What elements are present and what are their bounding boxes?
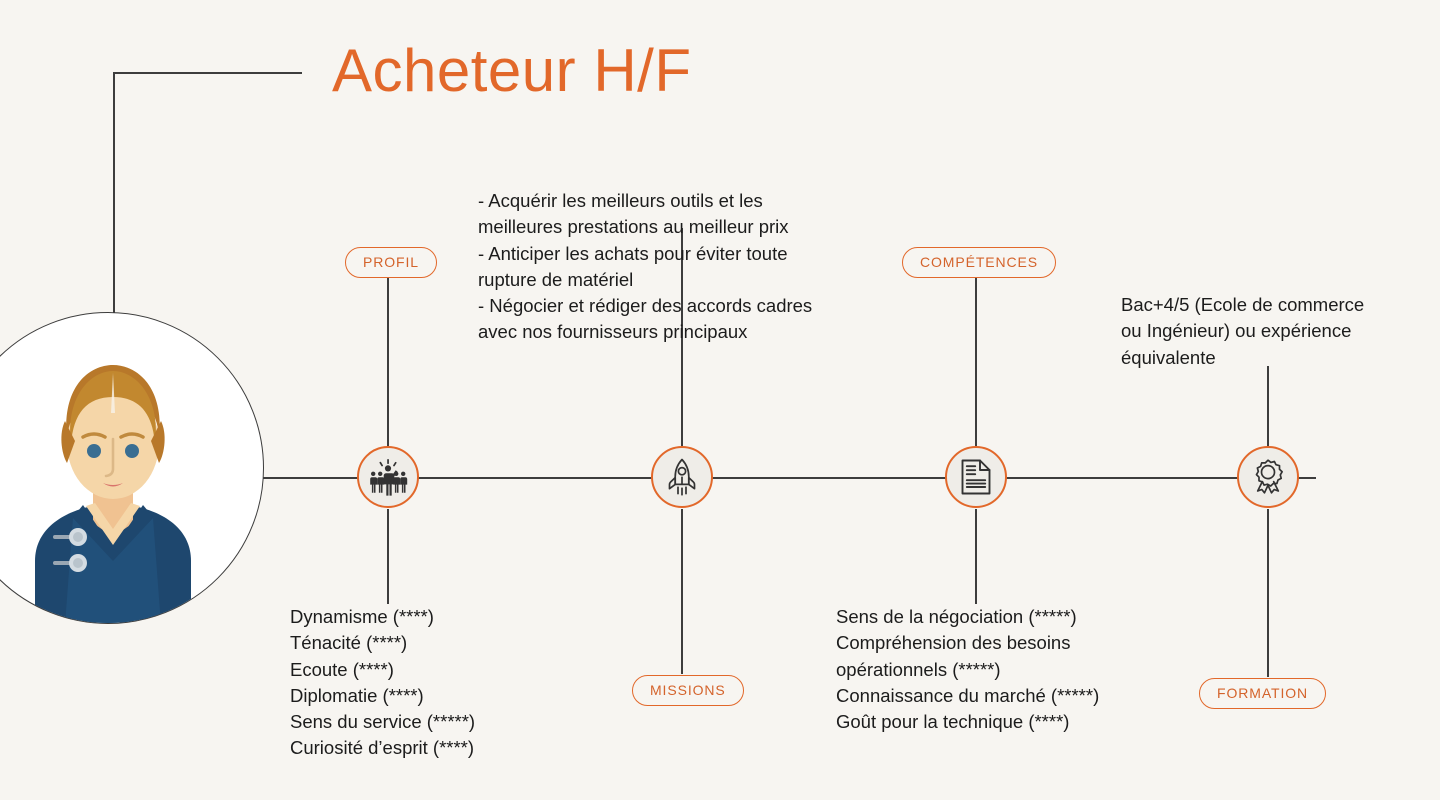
competences-list: Sens de la négociation (*****) Compréhen… <box>836 604 1099 735</box>
pill-missions[interactable]: MISSIONS <box>632 675 744 706</box>
list-item: Connaissance du marché (*****) <box>836 684 1100 706</box>
list-item: Compréhension des besoins <box>836 632 1071 654</box>
timeline-axis-segment-5 <box>1298 477 1316 479</box>
list-item: Ecoute (****) <box>290 658 394 680</box>
profil-list: Dynamisme (****) Ténacité (****) Ecoute … <box>290 604 475 762</box>
list-item: Diplomatie (****) <box>290 684 424 706</box>
pill-competences[interactable]: COMPÉTENCES <box>902 247 1057 278</box>
node-missions[interactable] <box>651 446 713 508</box>
pill-formation[interactable]: FORMATION <box>1199 678 1327 709</box>
document-icon <box>961 459 991 495</box>
list-item: Curiosité d’esprit (****) <box>290 737 475 759</box>
profil-stem-upper <box>387 278 389 446</box>
title-connector-horizontal <box>113 72 302 74</box>
node-profil[interactable] <box>357 446 419 508</box>
node-competences[interactable] <box>945 446 1007 508</box>
formation-stem-upper <box>1267 366 1269 446</box>
timeline-axis-segment-2 <box>418 477 652 479</box>
page-title: Acheteur H/F <box>332 37 692 104</box>
avatar <box>0 312 264 624</box>
timeline-axis-segment-4 <box>1006 477 1238 479</box>
people-leader-icon <box>370 459 408 496</box>
avatar-illustration <box>35 365 191 623</box>
list-item: Sens du service (*****) <box>290 711 476 733</box>
timeline-axis-segment-1 <box>256 477 358 479</box>
formation-stem-lower <box>1267 509 1269 677</box>
award-ribbon-icon <box>1255 459 1283 494</box>
title-connector-vertical <box>113 72 115 316</box>
pill-profil[interactable]: PROFIL <box>345 247 437 278</box>
missions-text: - Acquérir les meilleurs outils et les m… <box>478 190 813 343</box>
list-item: Ténacité (****) <box>290 632 408 654</box>
missions-stem-upper <box>681 228 683 446</box>
profil-stem-lower <box>387 509 389 604</box>
node-formation[interactable] <box>1237 446 1299 508</box>
list-item: Sens de la négociation (*****) <box>836 606 1077 627</box>
competences-stem-lower <box>975 509 977 604</box>
rocket-icon <box>668 458 696 496</box>
formation-text: Bac+4/5 (Ecole de commerce ou Ingénieur)… <box>1121 294 1365 368</box>
list-item: opérationnels (*****) <box>836 658 1001 680</box>
missions-stem-lower <box>681 509 683 674</box>
list-item: Dynamisme (****) <box>290 606 434 627</box>
timeline-axis-segment-3 <box>712 477 946 479</box>
list-item: Goût pour la technique (****) <box>836 711 1070 733</box>
competences-stem-upper <box>975 278 977 446</box>
